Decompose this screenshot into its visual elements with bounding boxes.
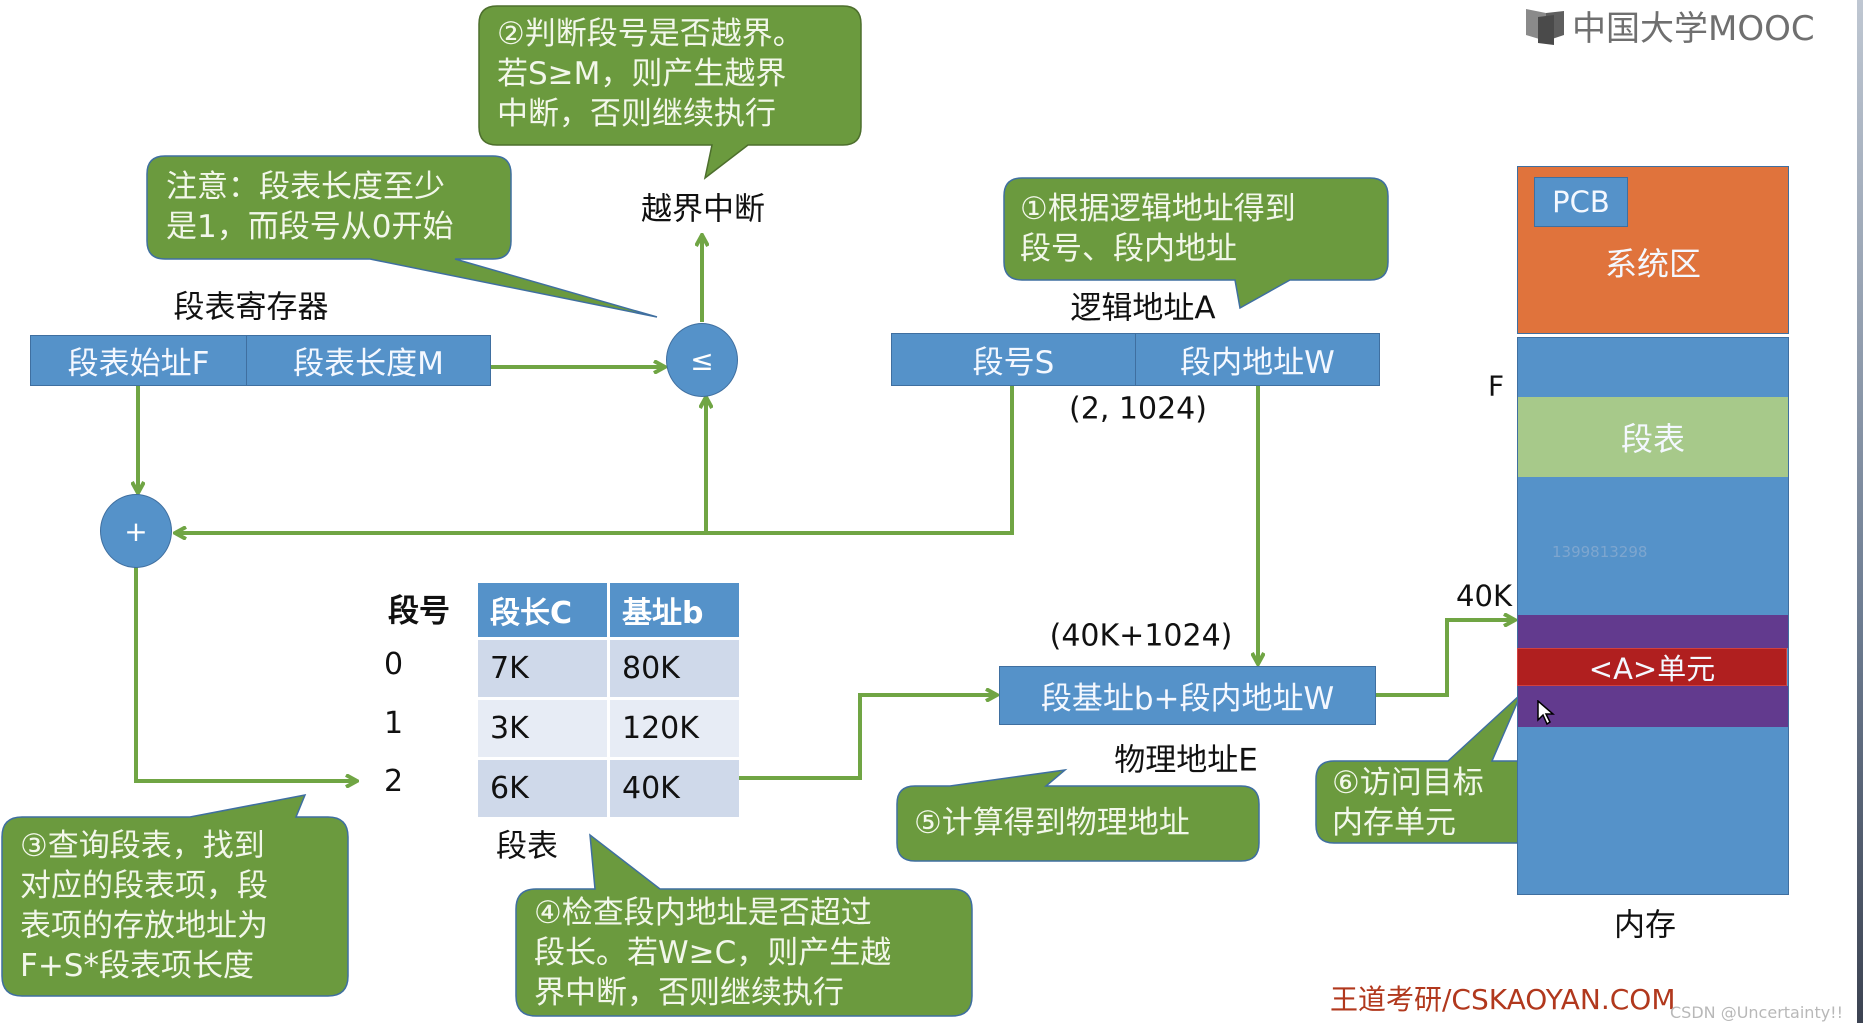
F-marker: F: [1487, 369, 1505, 403]
k40-marker: 40K: [1456, 579, 1512, 613]
segment-length-cell: 3K: [478, 700, 607, 757]
memory-target-unit: <A>单元: [1517, 648, 1787, 686]
base-address-cell: 120K: [610, 700, 739, 757]
physical-address-box: 段基址b+段内地址W: [999, 666, 1376, 725]
table-row: 3K 120K: [478, 700, 739, 757]
arrow-add-to-table: [134, 566, 356, 781]
table-row: 6K 40K: [478, 760, 739, 817]
csdn-watermark: CSDN @Uncertainty!!: [1670, 1003, 1844, 1022]
callout-step2: ②判断段号是否越界。 若S≥M，则产生越界 中断，否则继续执行: [497, 16, 804, 132]
logo-text: 中国大学MOOC: [1572, 8, 1815, 49]
segment-table-register-label: 段表寄存器: [173, 289, 329, 326]
window-edge: [1857, 0, 1863, 1023]
base-address-header: 基址b: [610, 583, 739, 637]
callout-step2-shape: [478, 5, 862, 180]
memory-segment-block-bottom: [1518, 686, 1788, 727]
arrow-table-to-physical: [720, 695, 996, 780]
segment-table: 段长C 基址b 7K 80K 3K 120K 6K 40K: [475, 580, 742, 820]
callout-note: 注意：段表长度至少 是1，而段号从0开始: [166, 169, 454, 245]
memory-system-area: PCB 系统区: [1517, 166, 1789, 334]
segment-row-number: 0: [384, 647, 404, 682]
mooc-logo: 中国大学MOOC: [1524, 4, 1815, 49]
logical-address-box: 段号S 段内地址W: [891, 333, 1380, 386]
physical-address-value: (40K+1024): [1049, 618, 1233, 654]
segment-number-field: 段号S: [892, 334, 1136, 385]
segment-table-label: 段表: [496, 828, 558, 865]
callout-step6: ⑥访问目标 内存单元: [1332, 765, 1484, 841]
physical-address-label: 物理地址E: [1114, 742, 1258, 779]
segment-offset-field: 段内地址W: [1180, 345, 1335, 381]
arrow-segment-to-add: [176, 386, 1014, 533]
callout-step1-shape: [1003, 177, 1389, 310]
logical-address-value: (2, 1024): [1069, 391, 1207, 427]
compare-operator: ≤: [666, 323, 738, 397]
table-row: 7K 80K: [478, 640, 739, 697]
book-logo-icon: [1526, 9, 1564, 45]
callout-step4-shape: [515, 833, 973, 1017]
callout-step3: ③查询段表，找到 对应的段表项，段 表项的存放地址为 F+S*段表项长度: [20, 828, 268, 984]
memory-segment-block-top: [1518, 615, 1788, 648]
arrow-physical-to-memory: [1376, 620, 1514, 697]
callout-step3-shape: [1, 794, 349, 997]
register-length-field: 段表长度M: [293, 346, 444, 382]
overflow-interrupt-label: 越界中断: [641, 191, 765, 228]
callout-step4: ④检查段内地址是否超过 段长。若W≥C，则产生越 界中断，否则继续执行: [534, 895, 892, 1011]
brand-footer: 王道考研/CSKAOYAN.COM: [1330, 983, 1676, 1016]
memory-segment-table: 段表: [1518, 397, 1788, 477]
callout-step1: ①根据逻辑地址得到 段号、段内地址: [1020, 191, 1296, 267]
base-address-cell: 40K: [610, 760, 739, 817]
segment-number-header: 段号: [388, 593, 450, 630]
segment-length-header: 段长C: [478, 583, 607, 637]
segment-length-cell: 6K: [478, 760, 607, 817]
segment-row-number: 2: [384, 764, 404, 799]
callout-note-shape: [146, 155, 658, 318]
logical-address-label: 逻辑地址A: [1070, 290, 1216, 327]
mouse-cursor-icon: [1537, 700, 1555, 726]
callout-step5-shape: [896, 768, 1260, 862]
pcb-block: PCB: [1534, 177, 1628, 227]
callout-step5: ⑤计算得到物理地址: [914, 805, 1190, 841]
memory-label: 内存: [1614, 907, 1676, 944]
register-start-field: 段表始址F: [31, 336, 247, 385]
base-address-cell: 80K: [610, 640, 739, 697]
phone-watermark: 1399813298: [1552, 543, 1648, 561]
segment-row-number: 1: [384, 706, 404, 741]
add-operator: +: [100, 494, 172, 568]
system-area-label: 系统区: [1604, 245, 1701, 283]
segment-table-register: 段表始址F 段表长度M: [30, 335, 491, 386]
segment-length-cell: 7K: [478, 640, 607, 697]
